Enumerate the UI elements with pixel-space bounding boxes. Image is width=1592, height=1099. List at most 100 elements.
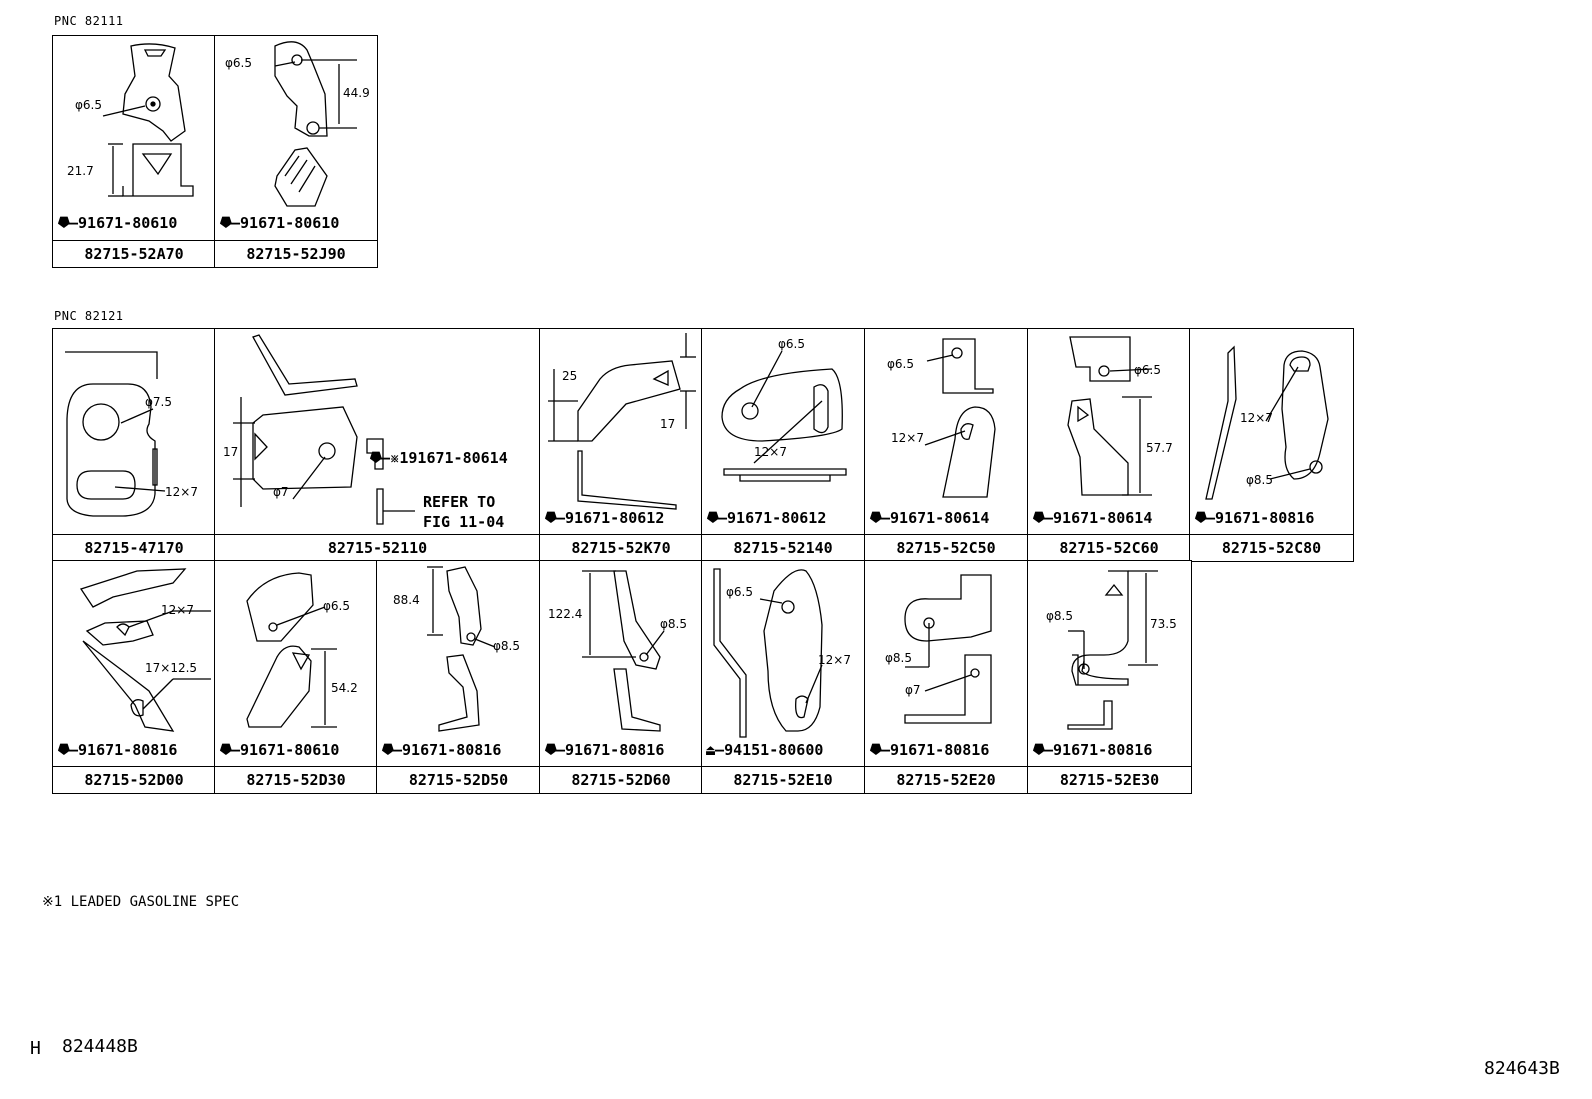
dim-height: 54.2 bbox=[331, 681, 358, 695]
bolt-icon: ⯂— bbox=[57, 214, 79, 232]
bracket-drawing bbox=[274, 41, 357, 207]
dim-slot-large: 17×12.5 bbox=[145, 661, 198, 675]
part-number: 82715-52D50 bbox=[377, 766, 540, 793]
bracket-drawing bbox=[1205, 345, 1329, 500]
pnc-label-82111: PNC 82111 bbox=[54, 14, 124, 28]
bracket-drawing bbox=[1067, 570, 1158, 730]
bolt-icon: ⯂— bbox=[1032, 741, 1054, 759]
part-cell-82715-52D60[interactable]: 122.4 φ8.5 ⯂—91671-80816 82715-52D60 bbox=[539, 560, 703, 794]
bolt-icon: ⯂— bbox=[1032, 509, 1054, 527]
part-number: 82715-52A70 bbox=[53, 240, 215, 267]
part-number: 82715-52C60 bbox=[1028, 534, 1190, 561]
part-number: 82715-52110 bbox=[215, 534, 540, 561]
part-cell-82715-52E20[interactable]: φ8.5 φ7 ⯂—91671-80816 82715-52E20 bbox=[864, 560, 1028, 794]
part-number: 82715-52J90 bbox=[215, 240, 377, 267]
dim-hole: φ7.5 bbox=[145, 395, 172, 409]
refer-fig[interactable]: FIG 11-04 bbox=[423, 513, 505, 531]
bracket-drawing bbox=[233, 334, 415, 525]
footer-right-id: 824643B bbox=[1484, 1058, 1560, 1079]
dim-hole: φ6.5 bbox=[726, 585, 753, 599]
bolt-callout: ⯂—91671-80816 bbox=[869, 741, 990, 759]
part-number: 82715-52E10 bbox=[702, 766, 864, 793]
part-cell-82715-52J90[interactable]: φ6.5 44.9 ⯂—91671-80610 82715-52J90 bbox=[214, 35, 378, 268]
dim-hole: φ6.5 bbox=[778, 337, 805, 351]
dim-height: 88.4 bbox=[393, 593, 420, 607]
part-cell-82715-52D00[interactable]: 12×7 17×12.5 ⯂—91671-80816 82715-52D00 bbox=[52, 560, 216, 794]
bolt-icon: ⯂— bbox=[381, 741, 403, 759]
bolt-callout: ⯂—91671-80614 bbox=[1032, 509, 1153, 527]
bolt-callout: ⯂—91671-80610 bbox=[219, 741, 340, 759]
dim-height: 17 bbox=[223, 445, 239, 459]
dim-slot: 12×7 bbox=[1240, 411, 1273, 425]
dim-slot: 12×7 bbox=[891, 431, 924, 445]
part-cell-82715-52E30[interactable]: φ8.5 73.5 ⯂—91671-80816 82715-52E30 bbox=[1027, 560, 1192, 794]
bolt-icon: ⯂— bbox=[706, 509, 728, 527]
dim-slot: 12×7 bbox=[161, 603, 194, 617]
bolt-callout: ⯂—91671-80816 bbox=[1194, 509, 1315, 527]
bolt-icon: ⯂— bbox=[369, 449, 391, 467]
dim-height-top: 25 bbox=[562, 369, 578, 383]
bracket-drawing bbox=[904, 574, 992, 724]
dim-slot: 12×7 bbox=[754, 445, 787, 459]
dim-slot: 12×7 bbox=[165, 485, 198, 499]
dim-hole-bottom: φ7 bbox=[905, 683, 921, 697]
pnc-label-82121: PNC 82121 bbox=[54, 309, 124, 323]
part-cell-82715-52C50[interactable]: φ6.5 12×7 ⯂—91671-80614 82715-52C50 bbox=[864, 328, 1028, 562]
bracket-drawing bbox=[548, 333, 696, 510]
dim-height: 57.7 bbox=[1146, 441, 1173, 455]
part-number: 82715-52C50 bbox=[865, 534, 1027, 561]
part-cell-82715-52140[interactable]: φ6.5 12×7 ⯂—91671-80612 82715-52140 bbox=[701, 328, 865, 562]
bolt-icon: ⯂— bbox=[1194, 509, 1216, 527]
nut-icon: ⏏— bbox=[706, 741, 725, 759]
part-number: 82715-52C80 bbox=[1190, 534, 1353, 561]
dim-hole: φ6.5 bbox=[1134, 363, 1161, 377]
bracket-drawing bbox=[1067, 336, 1153, 496]
part-cell-82715-52D30[interactable]: φ6.5 54.2 ⯂—91671-80610 82715-52D30 bbox=[214, 560, 378, 794]
part-cell-82715-47170[interactable]: φ7.5 12×7 82715-47170 bbox=[52, 328, 216, 562]
dim-hole-top: φ8.5 bbox=[885, 651, 912, 665]
bolt-callout: ⯂—91671-80816 bbox=[1032, 741, 1153, 759]
bolt-callout: ⏏—94151-80600 bbox=[706, 741, 824, 759]
part-cell-82715-52K70[interactable]: 25 17 ⯂—91671-80612 82715-52K70 bbox=[539, 328, 703, 562]
bolt-icon: ⯂— bbox=[544, 741, 566, 759]
bolt-callout: ⯂—91671-80612 bbox=[706, 509, 827, 527]
dim-hole: φ7 bbox=[273, 485, 289, 499]
dim-height: 73.5 bbox=[1150, 617, 1177, 631]
bracket-drawing bbox=[713, 568, 823, 738]
part-number: 82715-52140 bbox=[702, 534, 864, 561]
bolt-icon: ⯂— bbox=[544, 509, 566, 527]
bolt-callout: ⯂—91671-80610 bbox=[219, 214, 340, 232]
dim-height: 44.9 bbox=[343, 86, 370, 100]
bracket-drawing bbox=[65, 351, 166, 517]
refer-text: REFER TO bbox=[423, 493, 496, 511]
dim-height: 21.7 bbox=[67, 164, 94, 178]
dim-hole: φ8.5 bbox=[1046, 609, 1073, 623]
part-cell-82715-52E10[interactable]: φ6.5 12×7 ⏏—94151-80600 82715-52E10 bbox=[701, 560, 865, 794]
bolt-callout: ⯂—91671-80610 bbox=[57, 214, 178, 232]
part-cell-82715-52C80[interactable]: 12×7 φ8.5 ⯂—91671-80816 82715-52C80 bbox=[1189, 328, 1354, 562]
bracket-drawing bbox=[102, 43, 194, 197]
bolt-callout: ⯂—91671-80816 bbox=[57, 741, 178, 759]
part-cell-82715-52110[interactable]: 17 φ7 ⯂—※191671-80614 REFER TO FIG 11-04… bbox=[214, 328, 541, 562]
part-cell-82715-52C60[interactable]: φ6.5 57.7 ⯂—91671-80614 82715-52C60 bbox=[1027, 328, 1191, 562]
footer-left-id: 824448B bbox=[62, 1036, 138, 1057]
dim-hole: φ8.5 bbox=[1246, 473, 1273, 487]
dim-hole: φ6.5 bbox=[887, 357, 914, 371]
bracket-drawing bbox=[246, 572, 337, 728]
bolt-icon: ⯂— bbox=[869, 509, 891, 527]
footnote: ※1 LEADED GASOLINE SPEC bbox=[42, 894, 240, 910]
bolt-callout: ⯂—91671-80612 bbox=[544, 509, 665, 527]
dim-hole: φ8.5 bbox=[493, 639, 520, 653]
bracket-drawing bbox=[79, 568, 211, 732]
bolt-callout: ⯂—91671-80614 bbox=[869, 509, 990, 527]
part-number: 82715-47170 bbox=[53, 534, 215, 561]
bolt-callout: ⯂—※191671-80614 bbox=[369, 449, 508, 467]
part-cell-82715-52A70[interactable]: φ6.5 21.7 ⯂—91671-80610 82715-52A70 bbox=[52, 35, 216, 268]
part-cell-82715-52D50[interactable]: 88.4 φ8.5 ⯂—91671-80816 82715-52D50 bbox=[376, 560, 541, 794]
bolt-icon: ⯂— bbox=[219, 741, 241, 759]
dim-height-side: 17 bbox=[660, 417, 676, 431]
part-number: 82715-52E20 bbox=[865, 766, 1027, 793]
part-number: 82715-52D30 bbox=[215, 766, 377, 793]
dim-hole: φ6.5 bbox=[323, 599, 350, 613]
dim-hole: φ6.5 bbox=[225, 56, 252, 70]
